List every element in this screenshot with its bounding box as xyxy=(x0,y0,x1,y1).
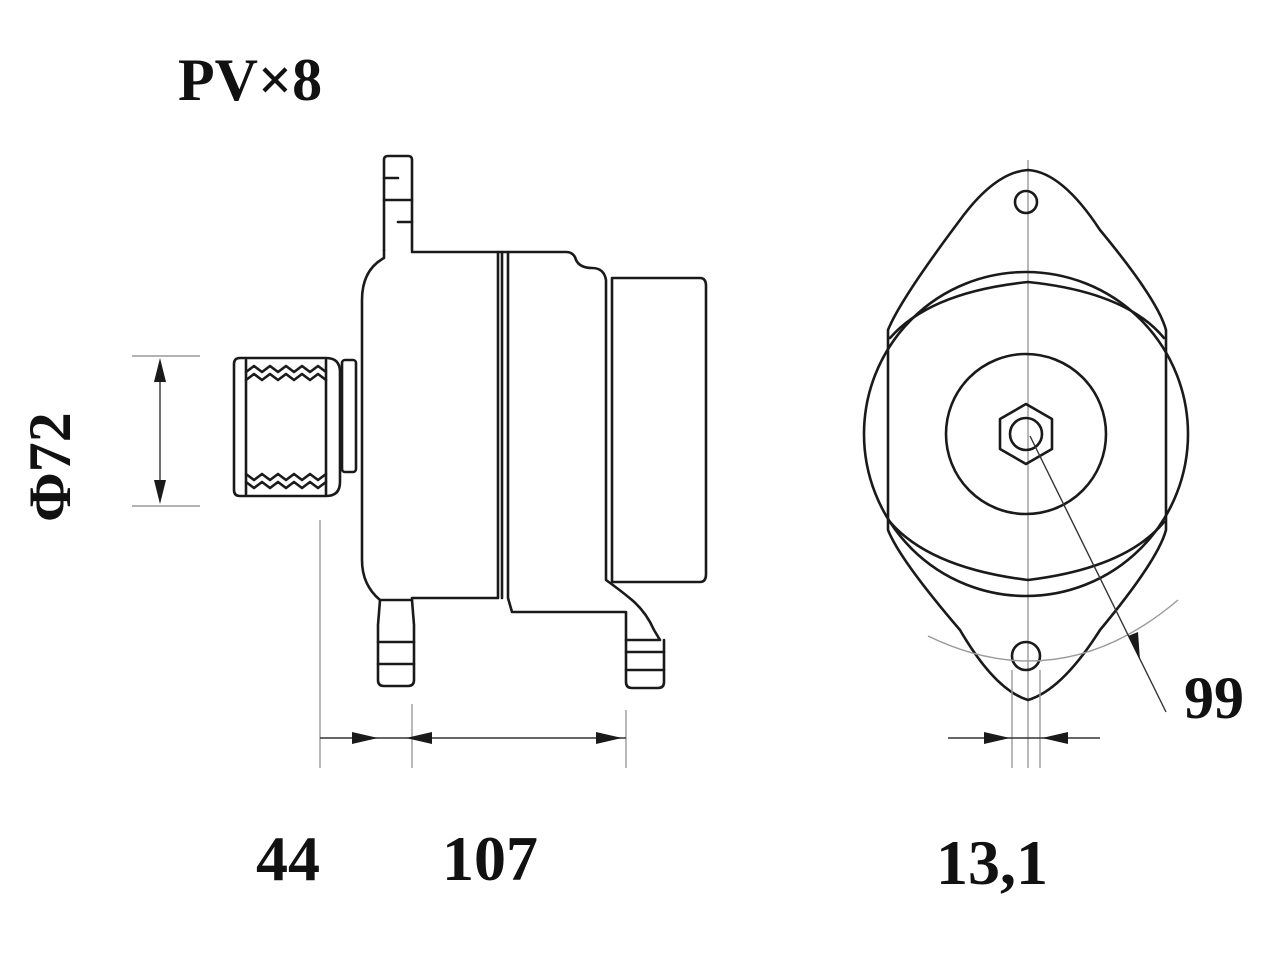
front-housing xyxy=(360,248,500,602)
shaft-hex-nut xyxy=(998,402,1054,466)
alternator-front-view xyxy=(862,160,1190,768)
mount-width-dimension xyxy=(948,670,1100,768)
length-dimensions xyxy=(320,732,626,744)
pulley-hub-plate xyxy=(340,358,358,474)
pulley xyxy=(232,356,342,498)
mount-width-label: 13,1 xyxy=(936,827,1048,898)
bottom-left-mounting-lug xyxy=(376,598,416,688)
rear-cover xyxy=(610,276,708,584)
top-mounting-hole xyxy=(1013,189,1039,215)
front-flange-outline xyxy=(886,168,1168,702)
bottom-right-mounting-lug xyxy=(624,638,666,690)
pulley-offset-label: 44 xyxy=(256,823,320,894)
alternator-side-view xyxy=(132,154,708,768)
belt-profile-label: PV×8 xyxy=(178,47,322,113)
radius-leader xyxy=(1029,435,1167,713)
bottom-mounting-hole xyxy=(1010,640,1042,672)
body-length-label: 107 xyxy=(442,823,538,894)
pulley-face-circle xyxy=(944,352,1108,516)
radius-arc xyxy=(927,599,1179,662)
pulley-diameter-dimension xyxy=(132,355,200,507)
rear-housing xyxy=(506,250,662,642)
front-body-circle xyxy=(862,270,1190,598)
top-mounting-lug xyxy=(382,154,414,252)
shaft-center xyxy=(1008,416,1044,452)
radius-label: 99 xyxy=(1184,665,1244,731)
pulley-diameter-label: Φ72 xyxy=(17,412,83,522)
